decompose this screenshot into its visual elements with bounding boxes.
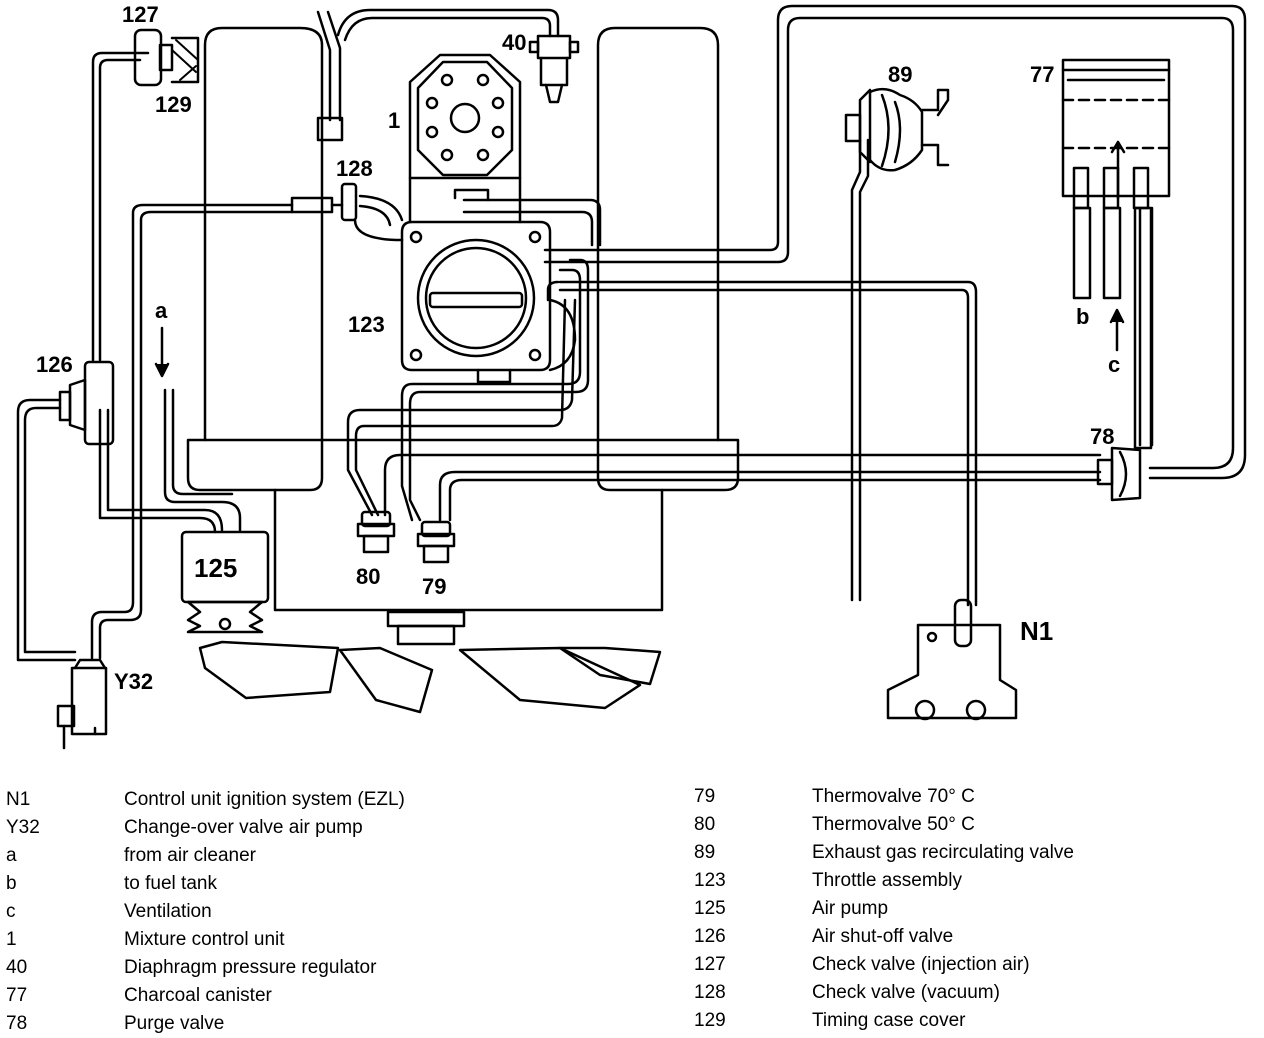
legend-description: Thermovalve 50° C [812,814,975,835]
thermovalve-79 [416,520,456,564]
check-valve-128 [290,182,358,222]
label-78: 78 [1090,424,1114,449]
legend-item: 125 Air pump [694,895,1254,923]
air-shutoff-valve-126 [58,360,115,446]
label-77: 77 [1030,62,1054,87]
label-a: a [155,298,168,323]
label-128: 128 [336,156,373,181]
legend-item: 40 Diaphragm pressure regulator [6,954,606,982]
label-40: 40 [502,30,526,55]
legend-key: 127 [694,954,726,975]
legend-item: 89 Exhaust gas recirculating valve [694,839,1254,867]
legend-key: 77 [6,985,28,1006]
legend-key: 80 [694,814,716,835]
legend-description: Change-over valve air pump [124,817,363,838]
engine-outline [186,26,740,612]
label-c: c [1108,352,1120,377]
pressure-regulator-40 [528,34,580,104]
changeover-valve-y32 [56,658,108,750]
legend-description: Thermovalve 70° C [812,786,975,807]
legend-item: 78 Purge valve [6,1010,606,1038]
legend-description: Ventilation [124,901,212,922]
legend-description: Exhaust gas recirculating valve [812,842,1074,863]
legend-item: 1 Mixture control unit [6,926,606,954]
fan-assembly [198,610,662,714]
egr-valve-89 [844,87,950,172]
legend-item: 129 Timing case cover [694,1007,1254,1035]
thermovalve-80 [356,510,396,554]
legend-description: from air cleaner [124,845,256,866]
legend-description: to fuel tank [124,873,217,894]
legend-item: N1 Control unit ignition system (EZL) [6,786,606,814]
label-n1: N1 [1020,616,1053,646]
legend-key: 40 [6,957,28,978]
legend-description: Air pump [812,898,889,919]
legend-item: b to fuel tank [6,870,606,898]
legend-key: a [6,845,17,866]
legend-description: Purge valve [124,1013,225,1034]
legend-key: b [6,873,17,894]
label-79: 79 [422,574,446,599]
legend-description: Control unit ignition system (EZL) [124,789,405,810]
vacuum-hoses [16,4,1247,662]
purge-valve-78 [1096,446,1142,502]
mixture-control-unit-1 [416,60,514,177]
legend-description: Diaphragm pressure regulator [124,957,377,978]
label-126: 126 [36,352,73,377]
legend-item: 77 Charcoal canister [6,982,606,1010]
legend-key: 1 [6,929,17,950]
legend-key: c [6,901,16,922]
legend-item: 123 Throttle assembly [694,867,1254,895]
legend-key: 126 [694,926,726,947]
label-127: 127 [122,2,159,27]
throttle-assembly-123 [353,218,577,384]
legend-key: 123 [694,870,726,891]
legend-description: Mixture control unit [124,929,285,950]
legend-item: Y32 Change-over valve air pump [6,814,606,842]
legend-item: c Ventilation [6,898,606,926]
legend-key: 125 [694,898,726,919]
ventilation-arrow [1109,308,1125,352]
legend-key: 78 [6,1013,28,1034]
legend-key: 89 [694,842,716,863]
legend-description: Timing case cover [812,1010,966,1031]
check-valve-127 [133,28,200,87]
ignition-control-unit-n1 [886,598,1018,721]
legend-description: Check valve (injection air) [812,954,1030,975]
legend-key: N1 [6,789,31,810]
label-89: 89 [888,62,912,87]
label-129: 129 [155,92,192,117]
legend-key: 129 [694,1010,726,1031]
air-pump-125 [180,530,270,634]
air-cleaner-arrow [154,326,170,378]
diagram-labels: 127 129 40 1 128 89 77 123 a b c 126 78 … [36,2,1120,694]
legend-description: Check valve (vacuum) [812,982,1000,1003]
charcoal-canister-77 [1061,58,1171,450]
label-123: 123 [348,312,385,337]
label-b: b [1076,304,1089,329]
label-80: 80 [356,564,380,589]
legend-key: 79 [694,786,716,807]
label-y32: Y32 [114,669,153,694]
label-125: 125 [194,553,237,583]
legend-description: Throttle assembly [812,870,962,891]
legend-description: Charcoal canister [124,985,272,1006]
legend-item: a from air cleaner [6,842,606,870]
label-1: 1 [388,108,400,133]
legend-key: 128 [694,982,726,1003]
legend-right-column: 79 Thermovalve 70° C 80 Thermovalve 50° C 89… [694,783,1254,1035]
legend-item: 128 Check valve (vacuum) [694,979,1254,1007]
legend-item: 79 Thermovalve 70° C [694,783,1254,811]
legend-item: 80 Thermovalve 50° C [694,811,1254,839]
vacuum-hose-diagram: 127 129 40 1 128 89 77 123 a b c 126 78 … [16,2,1247,750]
legend-item: 126 Air shut-off valve [694,923,1254,951]
legend-key: Y32 [6,817,40,838]
legend-description: Air shut-off valve [812,926,954,947]
legend-item: 127 Check valve (injection air) [694,951,1254,979]
